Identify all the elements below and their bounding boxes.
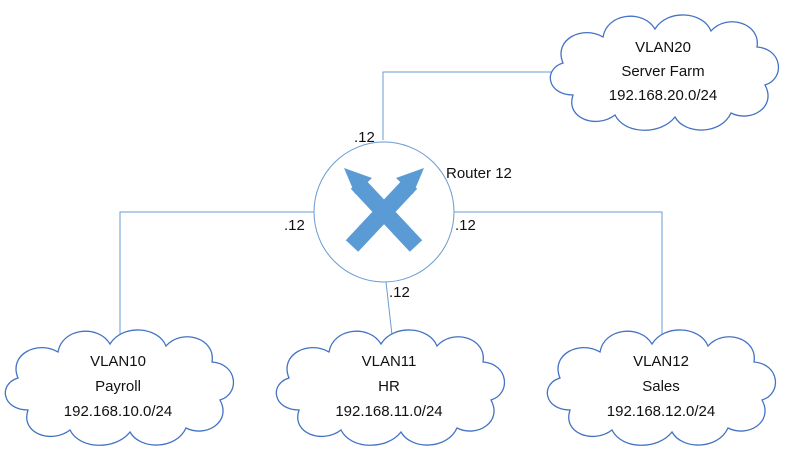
vlan12-subnet: 192.168.12.0/24 (607, 403, 715, 420)
interface-label-left: .12 (284, 217, 305, 234)
vlan12-desc: Sales (642, 378, 680, 395)
cloud-vlan11[interactable]: VLAN11 HR 192.168.11.0/24 (275, 329, 506, 446)
vlan10-name: VLAN10 (90, 353, 146, 370)
link-vlan10 (119, 211, 317, 335)
interface-label-top: .12 (354, 129, 375, 146)
cloud-vlan12[interactable]: VLAN12 Sales 192.168.12.0/24 (546, 329, 777, 446)
router-label: Router 12 (446, 165, 512, 182)
link-vlan11 (385, 281, 393, 336)
link-vlan12 (450, 211, 663, 338)
vlan10-desc: Payroll (95, 378, 141, 395)
interface-label-right: .12 (455, 217, 476, 234)
vlan12-name: VLAN12 (633, 353, 689, 370)
vlan10-subnet: 192.168.10.0/24 (64, 403, 172, 420)
vlan11-subnet: 192.168.11.0/24 (335, 403, 442, 420)
cloud-vlan10[interactable]: VLAN10 Payroll 192.168.10.0/24 (4, 329, 235, 446)
vlan11-desc: HR (378, 378, 400, 395)
interface-label-bottom: .12 (389, 284, 410, 301)
vlan20-name: VLAN20 (635, 39, 691, 56)
vlan20-subnet: 192.168.20.0/24 (609, 87, 717, 104)
link-vlan20 (382, 71, 556, 140)
vlan20-desc: Server Farm (621, 63, 704, 80)
vlan11-name: VLAN11 (362, 353, 417, 370)
router-12[interactable] (313, 141, 455, 283)
cloud-vlan20[interactable]: VLAN20 Server Farm 192.168.20.0/24 (549, 14, 780, 131)
router-cross-arrows-icon (344, 168, 424, 252)
connection-lines (119, 71, 663, 338)
